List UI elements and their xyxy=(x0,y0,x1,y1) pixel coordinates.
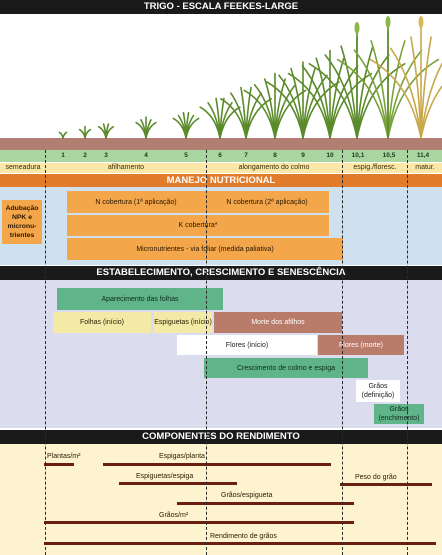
stage-3: 3 xyxy=(104,152,108,159)
spikes-per-plant-bar xyxy=(103,463,331,466)
wheat-spike xyxy=(354,22,360,34)
wheat-leaf xyxy=(387,40,406,139)
grains-per-m2-bar xyxy=(44,521,354,524)
wheat-spike xyxy=(418,16,424,28)
feekes-stage-bar xyxy=(0,150,442,162)
wheat-leaf xyxy=(389,47,422,139)
phase-maturacao: matur. xyxy=(415,164,435,171)
grains-per-spikelet-label: Grãos/espigueta xyxy=(220,491,274,500)
diagram-title: TRIGO - ESCALA FEEKES-LARGE xyxy=(0,0,442,14)
growth-section-title: ESTABELECIMENTO, CRESCIMENTO E SENESCÊNC… xyxy=(0,266,442,280)
grain-filling: Grãos (enchimento) xyxy=(374,404,424,424)
leaves-start: Folhas (início) xyxy=(53,312,151,333)
wheat-leaf xyxy=(245,98,272,139)
wheat-leaf xyxy=(219,106,241,139)
wheat-spike xyxy=(385,16,391,28)
n-cover-first: N cobertura (1ª aplicação) xyxy=(67,191,205,213)
phase-espigamento: espig./floresc. xyxy=(353,164,397,171)
plants-per-m2-bar xyxy=(44,463,74,466)
divider-flowering-end xyxy=(407,150,408,555)
wheat-growth-illustration xyxy=(0,14,442,150)
leaves-appearance: Aparecimento das folhas xyxy=(57,288,223,310)
wheat-leaf xyxy=(336,58,389,139)
nutrition-section-title: MANEJO NUTRICIONAL xyxy=(0,174,442,187)
stage-10-5: 10,5 xyxy=(382,152,396,159)
wheat-leaf xyxy=(387,49,423,139)
stage-1: 1 xyxy=(61,152,65,159)
phase-semeadura: semeadura xyxy=(5,164,41,171)
wheat-leaf xyxy=(274,89,307,139)
wheat-leaf xyxy=(105,126,114,139)
k-cover: K cobertura* xyxy=(67,215,329,236)
n-cover-second: N cobertura (2ª aplicação) xyxy=(205,191,329,213)
grain-yield-bar xyxy=(44,542,436,545)
yield-section-title: COMPONENTES DO RENDIMENTO xyxy=(0,430,442,444)
tiller-death: Morte dos afilhos xyxy=(214,312,342,333)
wheat-leaf xyxy=(370,40,389,139)
stage-5: 5 xyxy=(184,152,188,159)
stage-7: 7 xyxy=(244,152,248,159)
grain-weight-label: Peso do grão xyxy=(354,473,398,482)
divider-sowing xyxy=(45,150,46,555)
grain-definition: Grãos (definição) xyxy=(356,380,400,402)
wheat-leaf xyxy=(420,85,442,139)
stage-2: 2 xyxy=(83,152,87,159)
spikelets-per-spike-label: Espiguetas/espiga xyxy=(135,472,195,481)
wheat-leaf xyxy=(84,128,92,139)
spikelets-per-spike-bar xyxy=(119,482,237,485)
grain-yield-label: Rendimento de grãos xyxy=(209,532,278,541)
wheat-leaf xyxy=(353,49,389,139)
stage-9: 9 xyxy=(301,152,305,159)
spikes-per-plant-label: Espigas/planta xyxy=(158,452,206,461)
soil-strip xyxy=(0,138,442,150)
wheat-leaf xyxy=(145,121,157,139)
plants-per-m2-label: Plantas/m² xyxy=(46,452,82,461)
wheat-leaf xyxy=(185,117,200,139)
divider-stem-end xyxy=(342,150,343,555)
phase-afilhamento: afilhamento xyxy=(107,164,145,171)
micronutrients: Micronutrientes - via foliar (medida pal… xyxy=(67,238,343,260)
flowers-death: Flores (morte) xyxy=(318,335,404,355)
wheat-leaf xyxy=(387,58,440,139)
grains-per-m2-label: Grãos/m² xyxy=(158,511,190,520)
stage-10: 10 xyxy=(326,152,334,159)
stage-11-4: 11,4 xyxy=(416,152,430,159)
wheat-leaf xyxy=(62,131,68,139)
stage-8: 8 xyxy=(273,152,277,159)
nutrition-side-label: Adubação NPK e micronu-trientes xyxy=(2,200,42,244)
stage-6: 6 xyxy=(218,152,222,159)
divider-tillering-end xyxy=(206,150,207,555)
stem-spike-growth: Crescimento de colmo e espiga xyxy=(204,358,368,378)
phase-alongamento: alongamento do colmo xyxy=(238,164,310,171)
wheat-leaf xyxy=(369,58,422,139)
grains-per-spikelet-bar xyxy=(177,502,354,505)
spikelets-start: Espiguetas (início) xyxy=(154,312,212,333)
phase-bar xyxy=(0,163,442,173)
stage-4: 4 xyxy=(144,152,148,159)
stage-10-1: 10,1 xyxy=(351,152,365,159)
wheat-leaf xyxy=(420,62,442,139)
grain-weight-bar xyxy=(340,483,432,486)
flowers-start: Flores (início) xyxy=(177,335,317,355)
